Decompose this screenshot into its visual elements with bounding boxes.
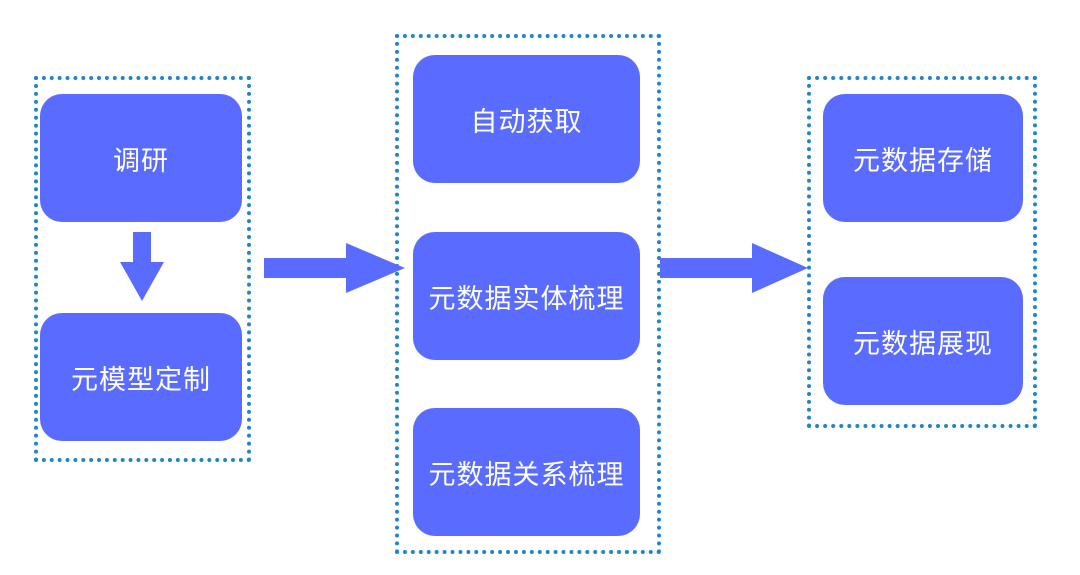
group-acquisition-and-modeling	[395, 34, 661, 554]
group-survey-and-model	[34, 76, 251, 462]
arrow-left-to-middle	[264, 243, 405, 293]
node-survey: 调研	[40, 94, 242, 222]
node-metadata-storage: 元数据存储	[823, 94, 1023, 222]
node-metadata-relation-sorting: 元数据关系梳理	[413, 408, 640, 536]
node-metadata-display: 元数据展现	[823, 277, 1023, 405]
node-metadata-entity-sorting: 元数据实体梳理	[413, 232, 640, 360]
node-metamodel-customization: 元模型定制	[40, 313, 242, 441]
group-storage-and-display	[807, 76, 1037, 428]
arrow-middle-to-right	[660, 243, 808, 293]
arrow-survey-to-metamodel	[120, 232, 164, 301]
node-auto-acquisition: 自动获取	[413, 55, 640, 183]
